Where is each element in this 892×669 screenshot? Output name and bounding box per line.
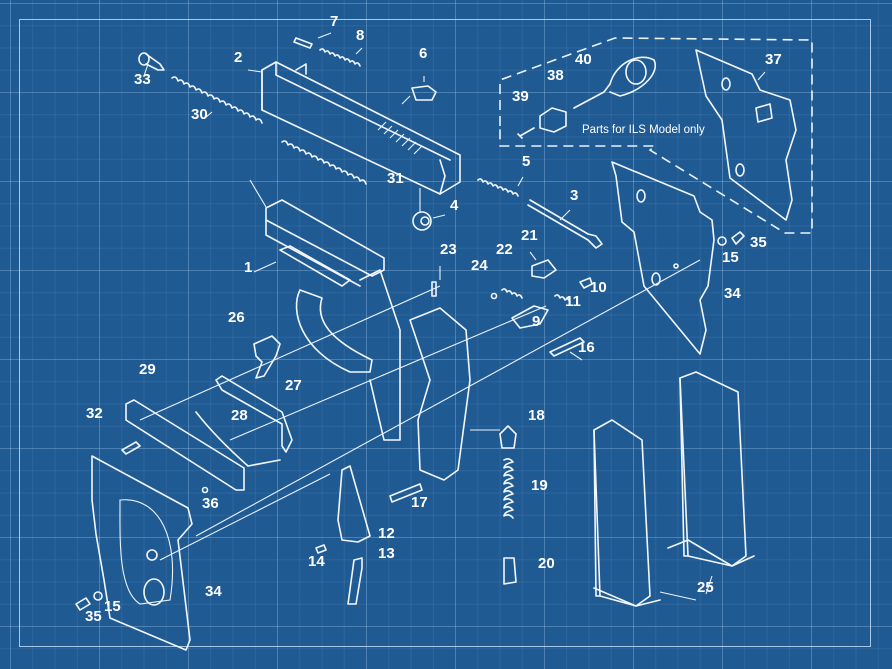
part-label-28: 28	[231, 407, 248, 424]
part-24-ball	[490, 292, 498, 300]
part-label-4: 4	[450, 197, 459, 214]
part-6-rear-sight	[411, 85, 437, 101]
part-label-11: 11	[565, 293, 581, 310]
part-14-pin	[315, 544, 327, 554]
part-18-mainspring-cap	[499, 425, 517, 449]
part-label-35: 35	[85, 608, 102, 625]
part-label-22: 22	[496, 241, 513, 258]
part-label-18: 18	[528, 407, 545, 424]
part-label-10: 10	[590, 279, 607, 296]
part-label-37: 37	[765, 51, 782, 68]
part-9-ejector	[511, 305, 549, 329]
part-label-24: 24	[471, 257, 488, 274]
blueprint-frame-border	[19, 19, 871, 647]
ils-model-note: Parts for ILS Model only	[582, 124, 705, 136]
part-label-35: 35	[750, 234, 767, 251]
part-35-screw	[731, 231, 745, 245]
part-34-left-grip	[91, 455, 193, 651]
part-31-recoil-spring-inner	[281, 140, 367, 185]
assembly-guide-lines	[139, 259, 701, 561]
part-39-screw	[517, 127, 535, 139]
part-1-frame	[249, 179, 401, 441]
part-37-ils-grip	[695, 49, 797, 221]
part-label-1: 1	[244, 259, 253, 276]
part-label-34: 34	[724, 285, 741, 302]
part-label-23: 23	[440, 241, 457, 258]
part-27-trigger-bar	[215, 375, 293, 453]
part-19-mainspring	[503, 458, 514, 519]
part-label-33: 33	[134, 71, 151, 88]
part-25-magazine-long	[679, 371, 747, 567]
part-label-32: 32	[86, 405, 103, 422]
part-label-14: 14	[308, 553, 325, 570]
part-label-30: 30	[191, 106, 208, 123]
part-label-25: 25	[697, 579, 714, 596]
part-label-6: 6	[419, 45, 428, 62]
part-label-39: 39	[512, 88, 529, 105]
part-label-15: 15	[722, 249, 739, 266]
part-label-27: 27	[285, 377, 302, 394]
part-label-8: 8	[356, 27, 365, 44]
part-label-13: 13	[378, 545, 395, 562]
part-8-firing-pin-spring	[319, 48, 361, 67]
part-40-ils-key	[573, 56, 657, 109]
part-4-barrel-bushing	[412, 188, 446, 231]
part-5-guide-spring	[477, 178, 519, 197]
part-30-recoil-spring	[171, 76, 263, 124]
part-label-19: 19	[531, 477, 548, 494]
part-label-17: 17	[411, 494, 428, 511]
part-13-hammer-strut	[347, 557, 363, 605]
part-25-magazine-short	[593, 419, 651, 607]
part-label-26: 26	[228, 309, 245, 326]
part-26-sear	[253, 335, 281, 379]
part-17-pin	[389, 483, 423, 503]
part-15-washer	[717, 236, 727, 246]
part-28-spring	[195, 411, 281, 467]
part-35-screw-left	[75, 597, 91, 611]
part-label-34: 34	[205, 583, 222, 600]
part-7-firing-pin	[293, 37, 313, 49]
part-label-9: 9	[532, 313, 541, 330]
part-label-12: 12	[378, 525, 395, 542]
part-label-7: 7	[330, 13, 339, 30]
part-12-hammer	[337, 465, 371, 543]
part-label-29: 29	[139, 361, 156, 378]
part-label-40: 40	[575, 51, 592, 68]
part-11-spring	[554, 294, 571, 303]
part-29-side-plate	[125, 399, 245, 491]
part-23-pin	[431, 281, 437, 297]
part-label-21: 21	[521, 227, 538, 244]
part-label-2: 2	[234, 49, 243, 66]
part-33-guide-rod-head	[138, 52, 165, 77]
part-2-slide	[247, 61, 461, 195]
part-20-mainspring-seat	[503, 557, 517, 585]
part-label-16: 16	[578, 339, 595, 356]
part-label-38: 38	[547, 67, 564, 84]
part-label-31: 31	[387, 170, 404, 187]
part-21-extractor	[531, 259, 557, 279]
part-10-pin	[579, 277, 593, 289]
part-36-pin	[201, 486, 209, 494]
part-label-15: 15	[104, 598, 121, 615]
part-label-5: 5	[522, 153, 531, 170]
part-15-washer-left	[93, 591, 103, 601]
part-label-3: 3	[570, 187, 579, 204]
part-34-right-grip	[611, 161, 715, 355]
frame-grip-right	[409, 307, 471, 481]
part-16-pin	[549, 337, 585, 357]
part-label-36: 36	[202, 495, 219, 512]
part-38-ils-lock	[539, 107, 567, 133]
part-22-spring	[501, 288, 523, 299]
part-32-screw	[121, 441, 141, 455]
part-3-guide-rod	[527, 199, 603, 249]
part-label-20: 20	[538, 555, 555, 572]
